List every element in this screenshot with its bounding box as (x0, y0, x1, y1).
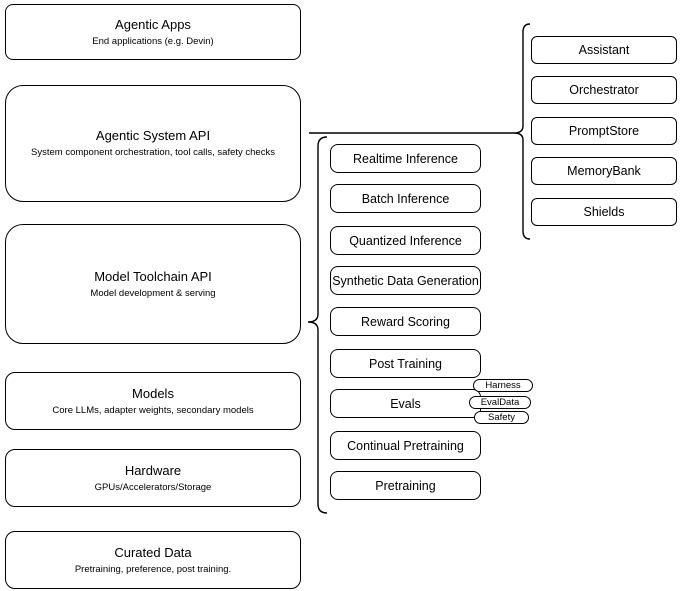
node-quantized-inference: Quantized Inference (330, 226, 481, 255)
tag-harness: Harness (473, 379, 533, 392)
tag-evaldata: EvalData (469, 396, 531, 409)
node-realtime-inference: Realtime Inference (330, 144, 481, 173)
node-title: Agentic Apps (115, 16, 191, 32)
node-orchestrator: Orchestrator (531, 76, 677, 104)
node-subtitle: System component orchestration, tool cal… (31, 147, 275, 158)
node-synthetic-data-generation: Synthetic Data Generation (330, 266, 481, 295)
node-continual-pretraining: Continual Pretraining (330, 431, 481, 460)
node-subtitle: Model development & serving (90, 287, 216, 299)
node-agentic-system-api: Agentic System API System component orch… (5, 85, 301, 202)
node-curated-data: Curated Data Pretraining, preference, po… (5, 531, 301, 589)
node-title: Model Toolchain API (94, 268, 212, 284)
node-reward-scoring: Reward Scoring (330, 307, 481, 336)
node-title: Curated Data (114, 544, 192, 560)
node-model-toolchain-api: Model Toolchain API Model development & … (5, 224, 301, 344)
node-pretraining: Pretraining (330, 471, 481, 500)
node-title: Agentic System API (95, 128, 211, 143)
node-post-training: Post Training (330, 349, 481, 378)
tag-safety: Safety (474, 411, 529, 424)
node-agentic-apps: Agentic Apps End applications (e.g. Devi… (5, 4, 301, 60)
node-assistant: Assistant (531, 36, 677, 64)
node-models: Models Core LLMs, adapter weights, secon… (5, 372, 301, 430)
node-title: Models (132, 385, 174, 401)
node-memorybank: MemoryBank (531, 157, 677, 185)
node-subtitle: Core LLMs, adapter weights, secondary mo… (52, 404, 254, 416)
node-evals: Evals (330, 389, 481, 418)
node-batch-inference: Batch Inference (330, 184, 481, 213)
middle-column-brace (307, 136, 328, 514)
node-subtitle: End applications (e.g. Devin) (92, 35, 214, 47)
node-title: Hardware (124, 462, 182, 478)
node-shields: Shields (531, 198, 677, 226)
right-column-brace (513, 23, 531, 240)
node-subtitle: GPUs/Accelerators/Storage (94, 481, 212, 493)
node-subtitle: Pretraining, preference, post training. (74, 563, 232, 575)
node-hardware: Hardware GPUs/Accelerators/Storage (5, 449, 301, 507)
node-promptstore: PromptStore (531, 117, 677, 145)
